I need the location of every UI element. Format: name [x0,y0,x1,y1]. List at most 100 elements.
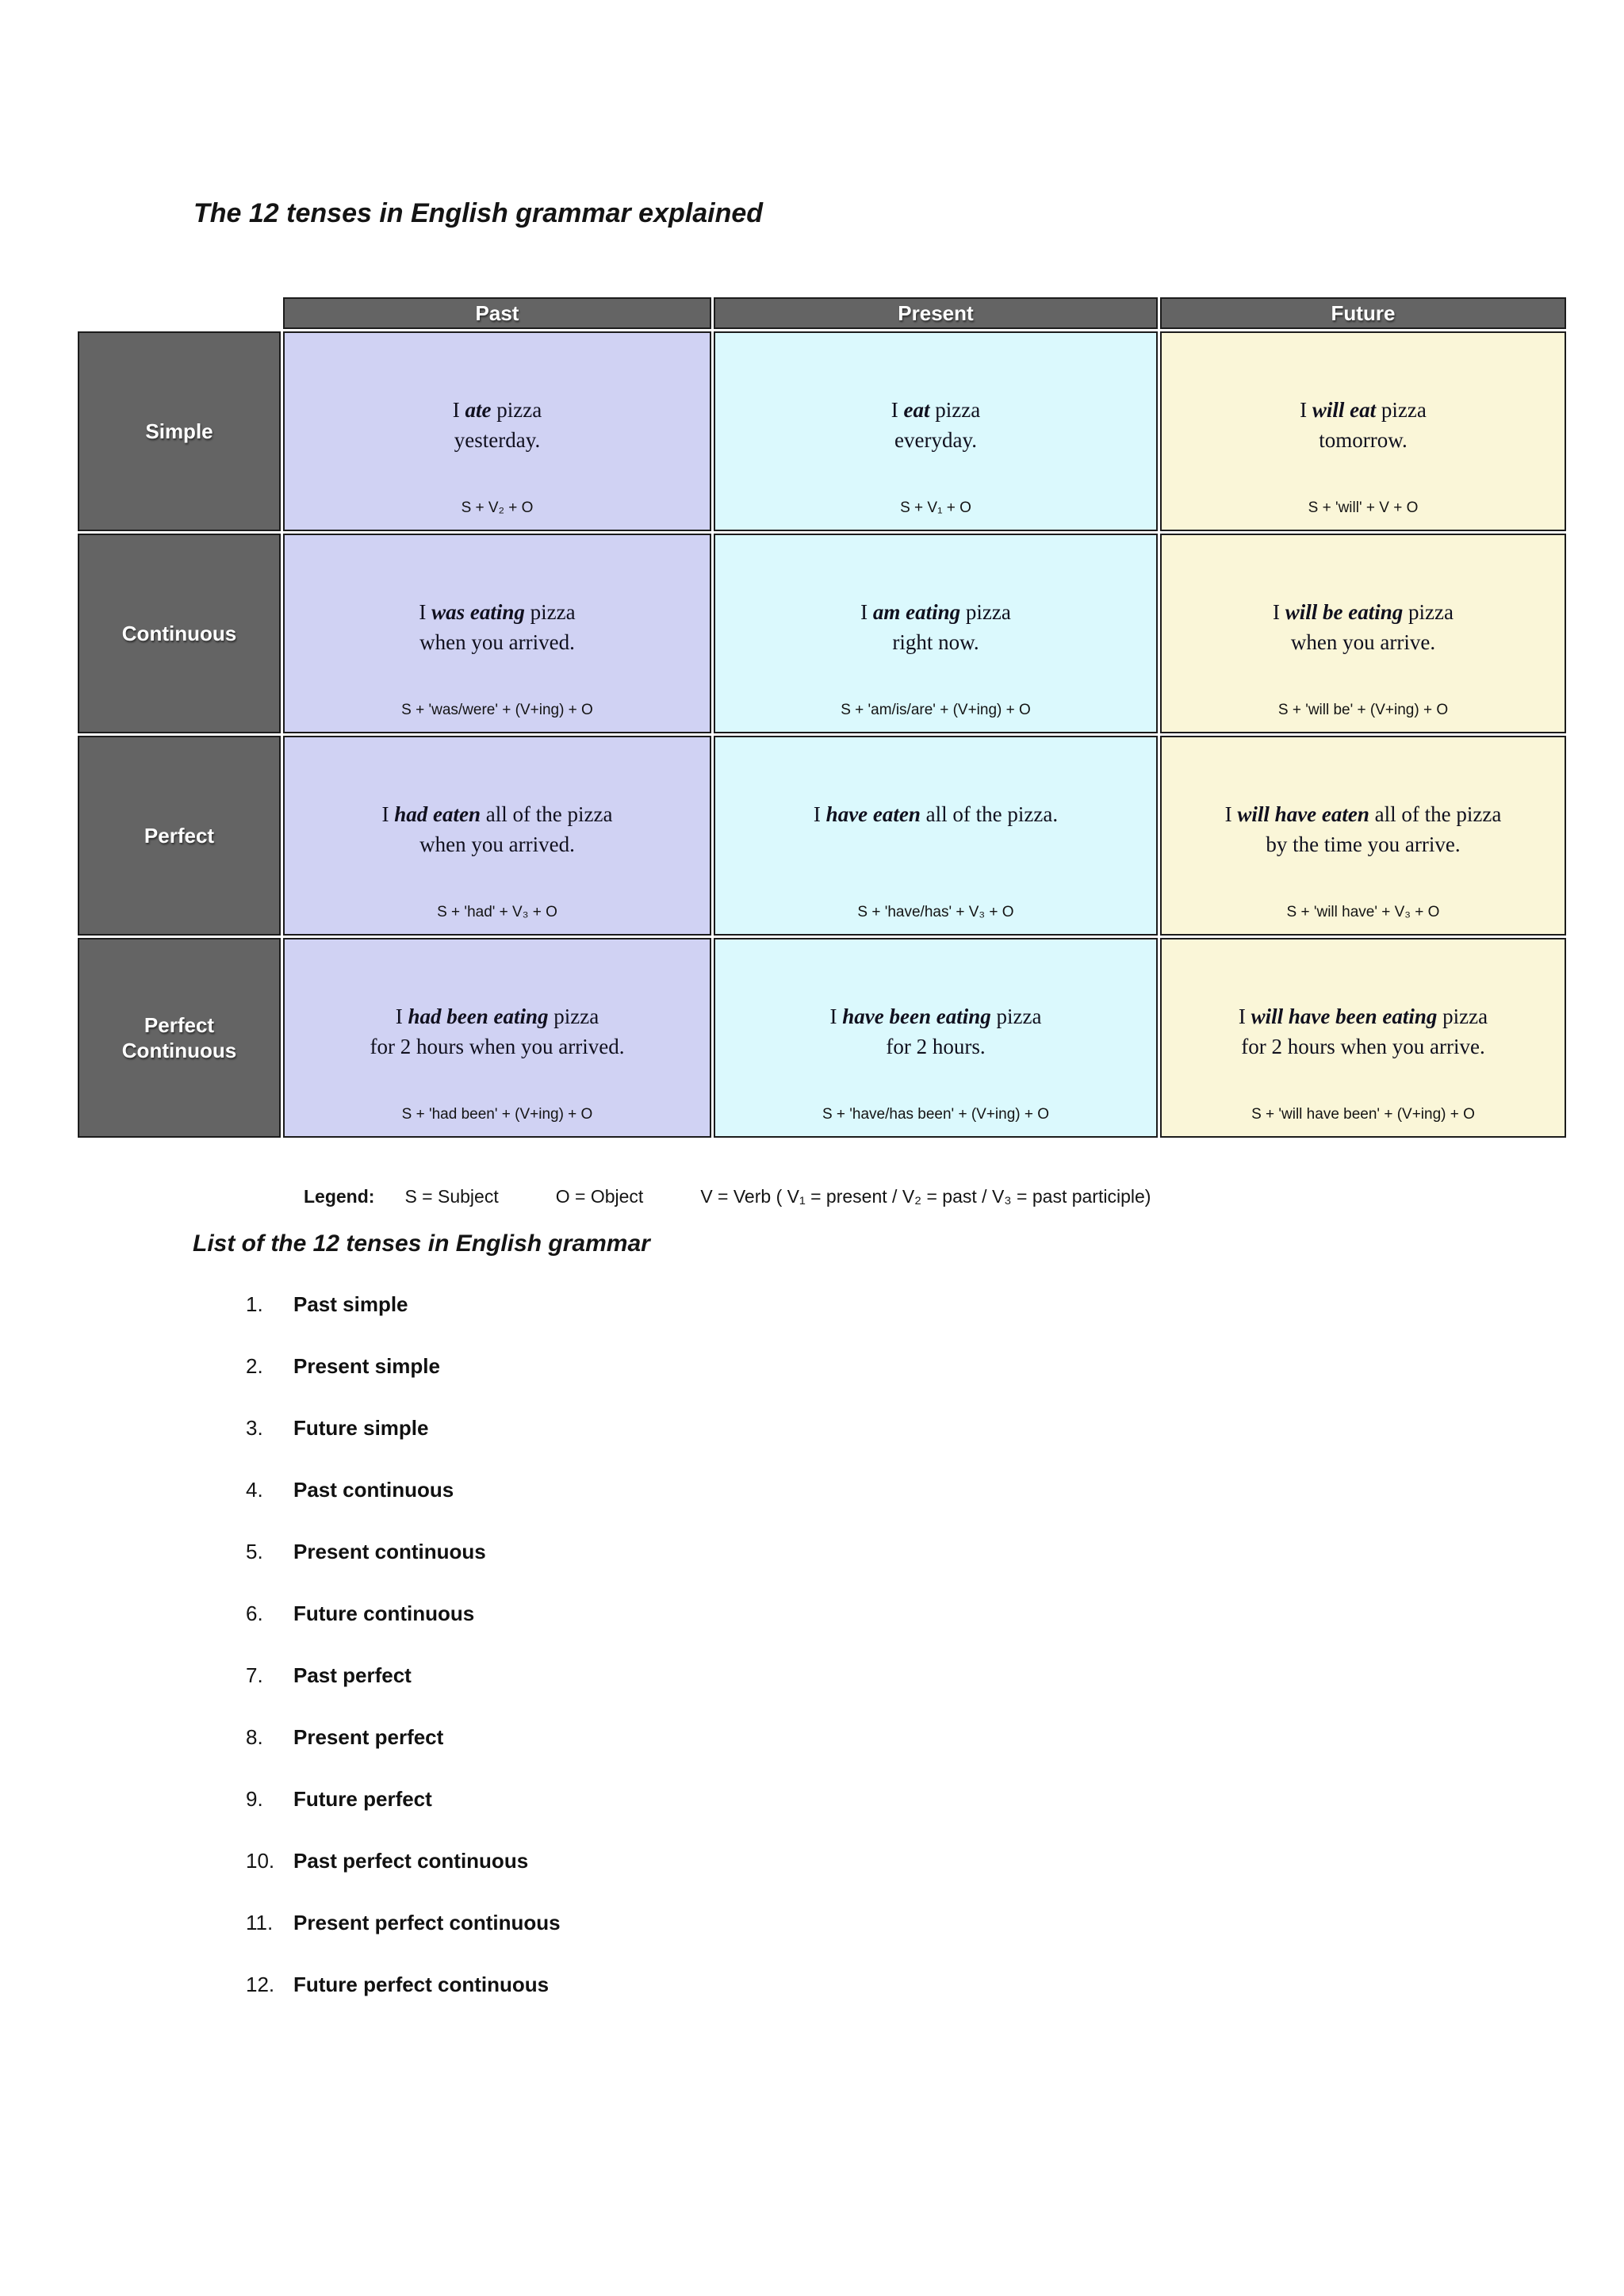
cell-present-continuous: I am eating pizza right now. S + 'am/is/… [714,534,1158,733]
list-item-label: Present perfect [293,1725,444,1749]
list-item-number: 6. [246,1601,263,1625]
list-item-label: Past perfect [293,1663,412,1687]
sentence-part: I [860,600,873,624]
legend-subject: S = Subject [404,1186,499,1207]
sentence-line2: for 2 hours. [886,1035,986,1058]
sentence-part: I [452,398,465,422]
sentence-line2: when you arrive. [1290,630,1436,654]
cell-future-continuous: I will be eating pizza when you arrive. … [1160,534,1566,733]
sentence-part: pizza [1403,600,1454,624]
tense-table: Past Present Future Simple I ate pizza y… [75,295,1568,1140]
list-item: 8.Present perfect [246,1724,561,1751]
sentence-part: pizza [960,600,1011,624]
sentence-line2: right now. [892,630,979,654]
sentence-part: pizza [1437,1004,1488,1028]
sentence-part: I [381,802,395,826]
sentence-part: all of the pizza [481,802,613,826]
verb-highlight: was eating [431,600,525,624]
formula: S + 'had' + V₃ + O [437,904,557,920]
sentence-part: I [1238,1004,1251,1028]
sentence-line2: for 2 hours when you arrive. [1241,1035,1485,1058]
example-sentence: I have been eating pizza for 2 hours. [716,1001,1155,1065]
cell-future-perfect-continuous: I will have been eating pizza for 2 hour… [1160,938,1566,1138]
list-item-label: Future simple [293,1416,429,1440]
cell-present-perfect-continuous: I have been eating pizza for 2 hours. S … [714,938,1158,1138]
verb-highlight: will have been eating [1251,1004,1438,1028]
sentence-line2: when you arrived. [419,630,575,654]
list-item-label: Present perfect continuous [293,1911,561,1934]
list-item: 10.Past perfect continuous [246,1847,561,1874]
row-header-perfect-continuous: Perfect Continuous [78,938,281,1138]
sentence-line1: I was eating pizza [285,597,709,627]
formula: S + 'have/has been' + (V+ing) + O [822,1106,1050,1123]
cell-past-perfect: I had eaten all of the pizza when you ar… [283,736,711,936]
list-item-number: 10. [246,1849,275,1873]
list-item-number: 9. [246,1787,263,1811]
row-header-perfect: Perfect [78,736,281,936]
formula: S + V₂ + O [461,499,534,516]
list-item: 11.Present perfect continuous [246,1909,561,1936]
verb-highlight: had eaten [394,802,481,826]
list-item-label: Future continuous [293,1601,475,1625]
example-sentence: I will have eaten all of the pizza by th… [1162,799,1564,863]
table-row-perfect-continuous: Perfect Continuous I had been eating piz… [78,938,1566,1138]
list-item-number: 7. [246,1663,263,1687]
cell-present-simple: I eat pizza everyday. S + V₁ + O [714,331,1158,531]
sentence-part: pizza [491,398,542,422]
example-sentence: I will eat pizza tomorrow. [1162,395,1564,458]
legend-verb: V = Verb ( V₁ = present / V₂ = past / V₃… [700,1186,1151,1207]
verb-highlight: eat [903,398,930,422]
cell-future-perfect: I will have eaten all of the pizza by th… [1160,736,1566,936]
table-row-continuous: Continuous I was eating pizza when you a… [78,534,1566,733]
sentence-line2: everyday. [894,428,977,452]
list-item-number: 4. [246,1478,263,1502]
verb-highlight: will have eaten [1237,802,1369,826]
example-sentence: I will have been eating pizza for 2 hour… [1162,1001,1564,1065]
list-item-label: Future perfect continuous [293,1973,550,1996]
column-header-past: Past [283,297,711,329]
formula: S + 'had been' + (V+ing) + O [401,1106,593,1123]
row-header-simple: Simple [78,331,281,531]
sentence-part: I [1273,600,1285,624]
table-row-simple: Simple I ate pizza yesterday. S + V₂ + O… [78,331,1566,531]
example-sentence: I am eating pizza right now. [716,597,1155,660]
sentence-line1: I have eaten all of the pizza. [716,799,1155,829]
page-title: The 12 tenses in English grammar explain… [193,198,764,228]
legend-label: Legend: [304,1186,375,1207]
sentence-line1: I have been eating pizza [716,1001,1155,1031]
verb-highlight: have eaten [825,802,921,826]
sentence-part: pizza [929,398,981,422]
formula: S + 'will have' + V₃ + O [1286,904,1440,920]
verb-highlight: ate [465,398,492,422]
formula: S + 'am/is/are' + (V+ing) + O [841,702,1031,718]
sentence-part: I [1300,398,1312,422]
verb-highlight: had been eating [408,1004,549,1028]
sentence-line1: I will have eaten all of the pizza [1162,799,1564,829]
row-header-continuous: Continuous [78,534,281,733]
list-item: 2.Present simple [246,1353,561,1380]
sentence-line1: I eat pizza [716,395,1155,425]
column-header-future: Future [1160,297,1566,329]
sentence-part: all of the pizza [1369,802,1502,826]
sentence-line1: I will have been eating pizza [1162,1001,1564,1031]
list-item-label: Past continuous [293,1478,454,1502]
sentence-line2: tomorrow. [1319,428,1408,452]
example-sentence: I ate pizza yesterday. [285,395,709,458]
formula: S + 'have/has' + V₃ + O [857,904,1014,920]
example-sentence: I had eaten all of the pizza when you ar… [285,799,709,863]
sentence-line1: I will eat pizza [1162,395,1564,425]
sentence-line2: when you arrived. [419,832,575,856]
sentence-part: pizza [1376,398,1427,422]
verb-highlight: will be eating [1285,600,1404,624]
formula: S + 'will have been' + (V+ing) + O [1251,1106,1475,1123]
example-sentence: I eat pizza everyday. [716,395,1155,458]
sentence-part: I [813,802,826,826]
verb-highlight: will eat [1312,398,1377,422]
cell-present-perfect: I have eaten all of the pizza. S + 'have… [714,736,1158,936]
list-item-number: 3. [246,1416,263,1440]
corner-cell [78,297,281,329]
sentence-part: I [1224,802,1238,826]
sentence-line1: I will be eating pizza [1162,597,1564,627]
list-item: 1.Past simple [246,1291,561,1318]
formula: S + 'will be' + (V+ing) + O [1277,702,1449,718]
